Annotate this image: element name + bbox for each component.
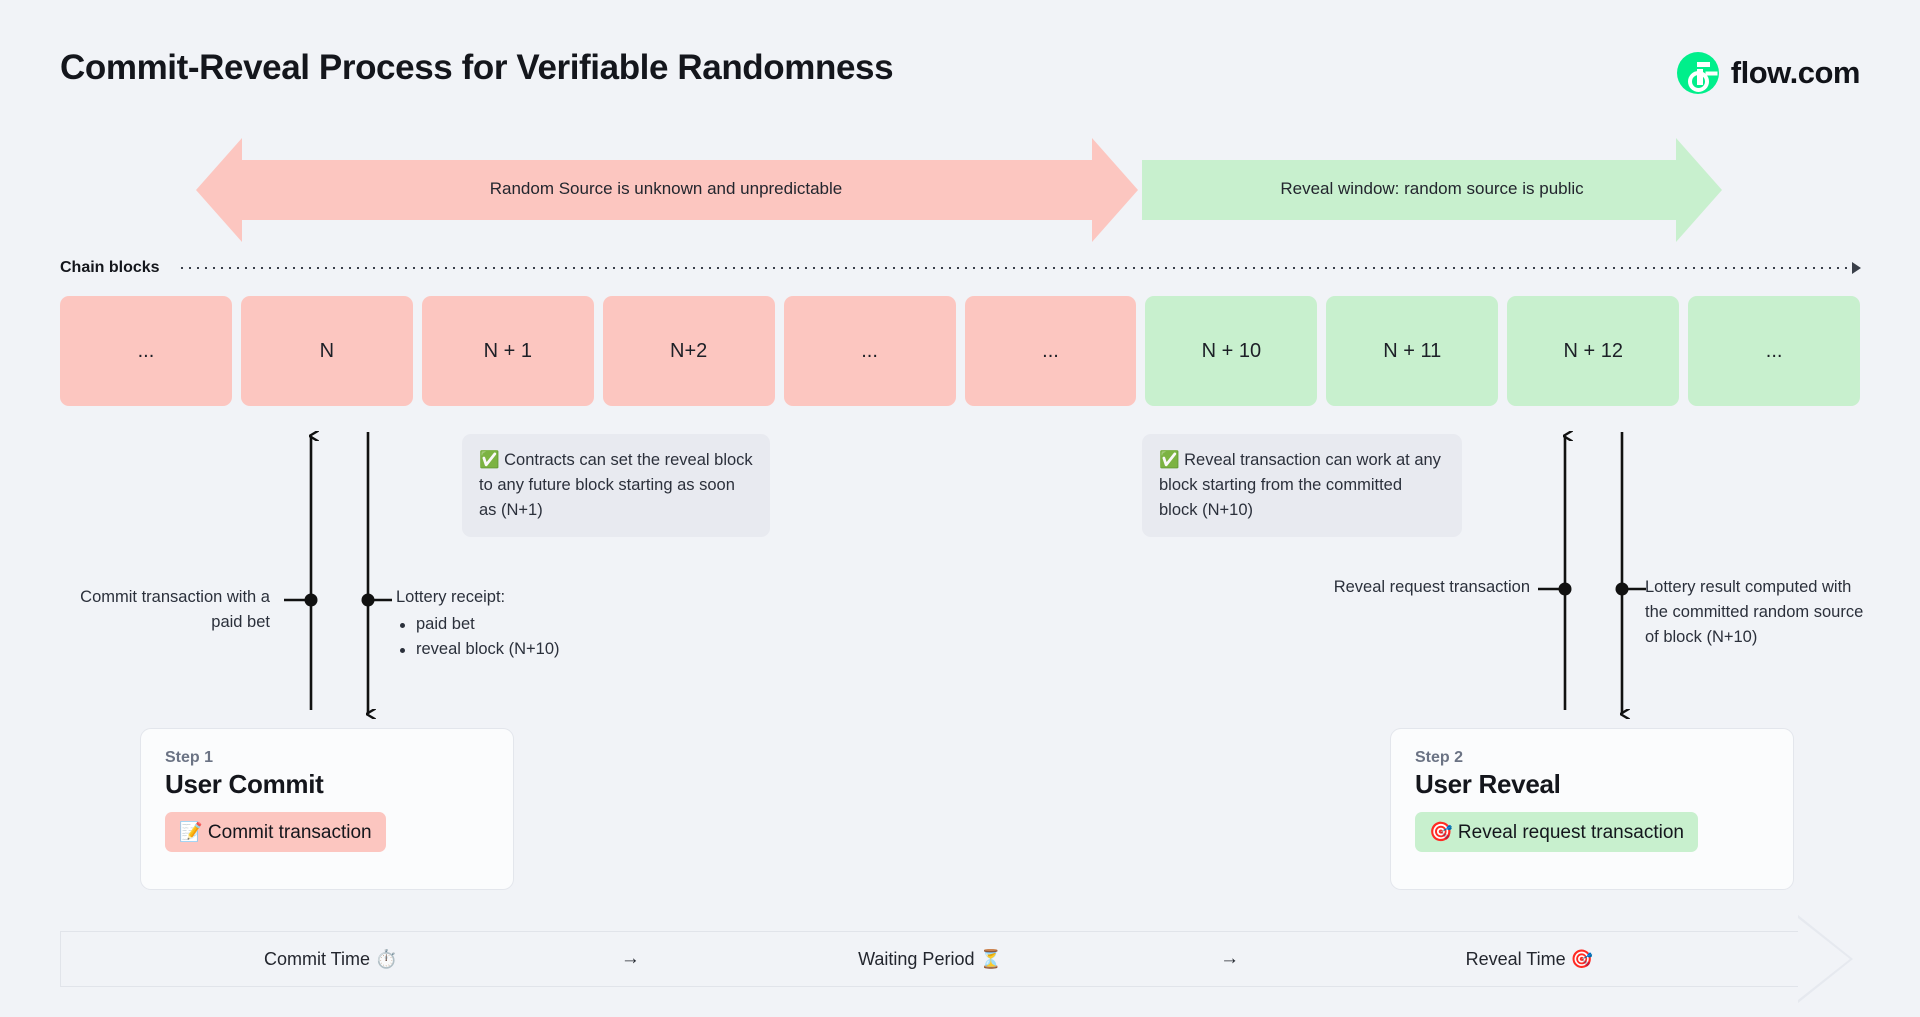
chain-block: N+2 bbox=[602, 296, 775, 406]
chain-block: ... bbox=[1688, 296, 1861, 406]
unknown-window-arrow-shape bbox=[196, 138, 1138, 242]
timeline-arrow-icon: → bbox=[620, 948, 640, 969]
reveal-window-arrow-shape bbox=[1142, 138, 1722, 242]
timeline-arrow-icon: → bbox=[1220, 948, 1240, 969]
phase-timeline: Commit Time ⏱️ → Waiting Period ⏳ → Reveal T… bbox=[60, 931, 1800, 987]
step-card-user-reveal: Step 2 User Reveal 🎯 Reveal request tran… bbox=[1390, 728, 1794, 890]
timeline-phase: Waiting Period ⏳ bbox=[858, 948, 1002, 969]
chain-block: N + 10 bbox=[1145, 296, 1318, 406]
brand-name: flow.com bbox=[1730, 55, 1861, 90]
lottery-receipt-title: Lottery receipt: bbox=[396, 588, 506, 606]
list-item: reveal block (N+10) bbox=[396, 637, 626, 662]
chain-blocks-label: Chain blocks bbox=[60, 259, 160, 276]
note-contracts-reveal-block: ✅ Contracts can set the reveal block to … bbox=[462, 434, 770, 538]
chain-blocks-axis: Chain blocks bbox=[60, 256, 1862, 280]
chain-block: ... bbox=[964, 296, 1137, 406]
chain-block: N + 11 bbox=[1326, 296, 1499, 406]
annotation-lottery-result: Lottery result computed with the committ… bbox=[1645, 578, 1864, 647]
step-title: User Reveal bbox=[1415, 769, 1561, 799]
brand-logo: flow.com bbox=[1676, 52, 1861, 94]
chain-block: N bbox=[240, 296, 413, 406]
page-title: Commit-Reveal Process for Verifiable Ran… bbox=[60, 48, 894, 87]
annotation-commit-transaction: Commit transaction with a paid bet bbox=[80, 588, 270, 632]
list-item: paid bet bbox=[396, 612, 626, 637]
step-chip-commit-transaction[interactable]: 📝 Commit transaction bbox=[165, 812, 386, 852]
step-kicker: Step 1 bbox=[165, 749, 214, 766]
chain-block: ... bbox=[783, 296, 956, 406]
step-kicker: Step 2 bbox=[1415, 749, 1464, 766]
note-reveal-transaction-window: ✅ Reveal transaction can work at any blo… bbox=[1142, 434, 1462, 538]
chain-block: N + 12 bbox=[1507, 296, 1680, 406]
timeline-phase: Commit Time ⏱️ bbox=[263, 948, 398, 969]
timeline-arrowhead-inner bbox=[1798, 918, 1850, 1000]
chain-block: ... bbox=[60, 296, 232, 406]
step-card-user-commit: Step 1 User Commit 📝 Commit transaction bbox=[140, 728, 514, 890]
step-title: User Commit bbox=[165, 769, 324, 799]
flow-logo-icon bbox=[1676, 52, 1719, 94]
chain-block: N + 1 bbox=[421, 296, 594, 406]
annotation-lottery-receipt: Lottery receipt: paid bet reveal block (… bbox=[396, 585, 626, 662]
timeline-phase: Reveal Time 🎯 bbox=[1465, 948, 1594, 969]
annotation-reveal-request-transaction: Reveal request transaction bbox=[1333, 578, 1530, 596]
lottery-receipt-list: paid bet reveal block (N+10) bbox=[396, 612, 626, 662]
banner-reveal-window: Reveal window: random source is public bbox=[1280, 179, 1584, 198]
chain-axis-dotted-arrow-icon bbox=[177, 262, 1862, 274]
step-chip-reveal-request-transaction[interactable]: 🎯 Reveal request transaction bbox=[1415, 812, 1698, 852]
banner-random-source-unknown: Random Source is unknown and unpredictab… bbox=[489, 179, 843, 198]
